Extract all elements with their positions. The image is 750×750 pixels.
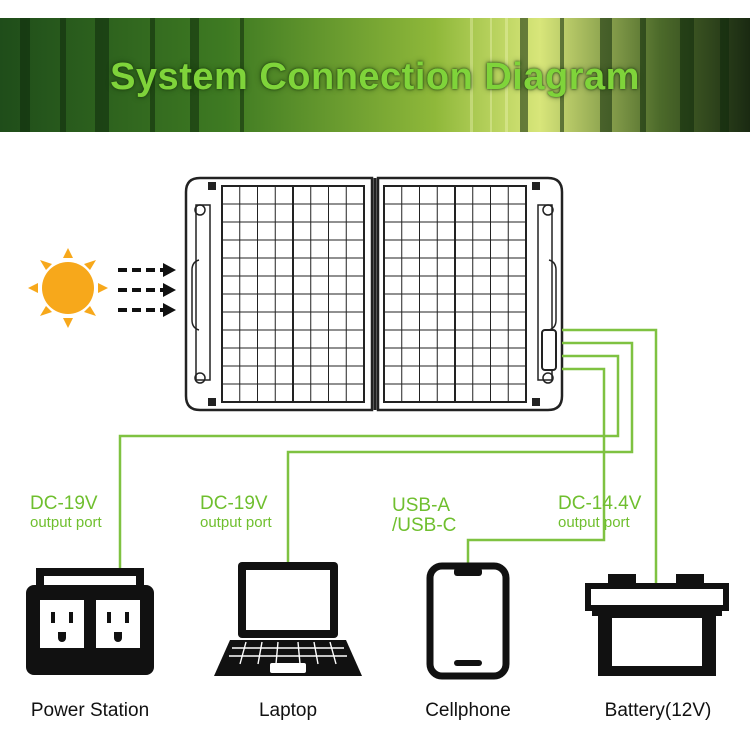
device-label-laptop: Laptop [258,700,318,721]
device-label-cellphone: Cellphone [425,700,511,721]
sunlight-arrows [118,263,176,317]
cellphone-icon [426,562,510,680]
solar-panel [184,176,564,412]
header-banner: System Connection Diagram [0,18,750,132]
power-station-icon [26,568,154,675]
port-label-power-station: DC-19V output port [30,493,102,532]
wire-cellphone [466,367,606,566]
sun-icon [28,248,108,328]
wire-battery [562,328,658,585]
car-battery-icon [585,574,729,676]
device-label-power-station: Power Station [30,700,150,721]
wire-laptop [286,341,634,562]
device-label-battery: Battery(12V) [604,700,712,721]
port-label-battery: DC-14.4V output port [558,493,642,532]
connection-wires [118,328,658,585]
port-label-cellphone: USB-A /USB-C [392,495,457,536]
port-label-laptop: DC-19V output port [200,493,272,532]
wire-power-station [118,354,620,572]
laptop-icon [214,562,362,676]
page-title: System Connection Diagram [110,56,640,98]
forest-background [20,18,729,132]
